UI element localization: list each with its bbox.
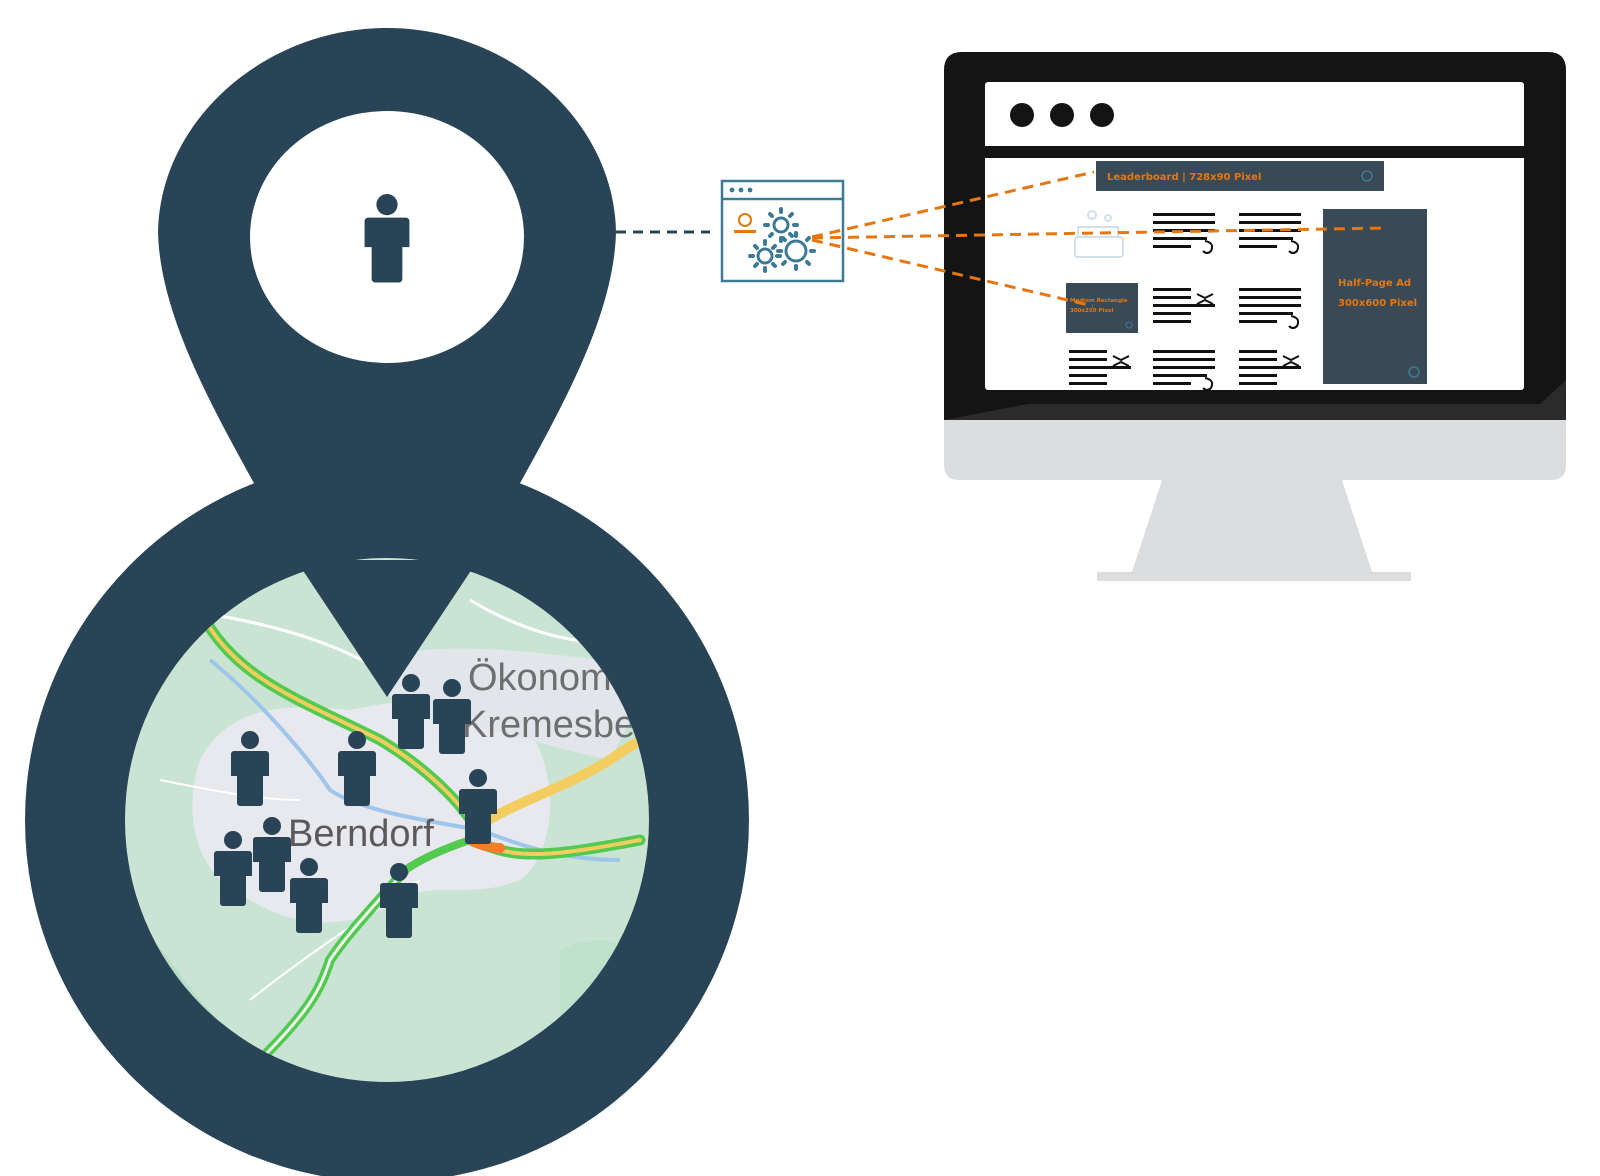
medium-rectangle-ad: Medium Rectangle 300x250 Pixel [1066,283,1138,333]
window-dot [1010,103,1034,127]
connector-to-medium-rectangle [811,238,1094,308]
monitor: Leaderboard | 728x90 Pixel Medium Rectan… [944,52,1566,581]
leaderboard-ad-label: Leaderboard | 728x90 Pixel [1107,172,1261,183]
connector-to-leaderboard [811,170,1095,239]
medium-rectangle-ad-label-2: 300x250 Pixel [1070,308,1114,314]
monitor-chin [944,420,1566,480]
location-pin-graphic: Ökonom Kremesbe Berndorf [25,28,749,1176]
window-dot [1090,103,1114,127]
window-dot [1050,103,1074,127]
map-label-district-1: Ökonom [468,657,612,699]
monitor-stand [1132,480,1372,572]
medium-rectangle-ad-label-1: Medium Rectangle [1070,298,1128,304]
map-label-town: Berndorf [288,813,434,855]
half-page-ad-badge [1408,366,1420,378]
browser-gears-icon [720,179,845,283]
leaderboard-ad-badge [1361,170,1373,182]
half-page-ad: Half-Page Ad 300x600 Pixel [1323,209,1427,384]
pin-tip [296,560,478,697]
half-page-ad-label-1: Half-Page Ad [1338,278,1411,289]
map-label-district-2: Kremesbe [462,704,635,746]
medium-rectangle-ad-badge [1125,321,1133,329]
leaderboard-ad: Leaderboard | 728x90 Pixel [1096,161,1384,191]
connector-to-half-page [811,226,1386,240]
browser-title-bar [987,84,1522,146]
monitor-base [1097,572,1411,581]
mascot-logo-icon [734,213,756,233]
half-page-ad-label-2: 300x600 Pixel [1338,298,1417,309]
ad-delivery-connectors [811,170,1386,308]
